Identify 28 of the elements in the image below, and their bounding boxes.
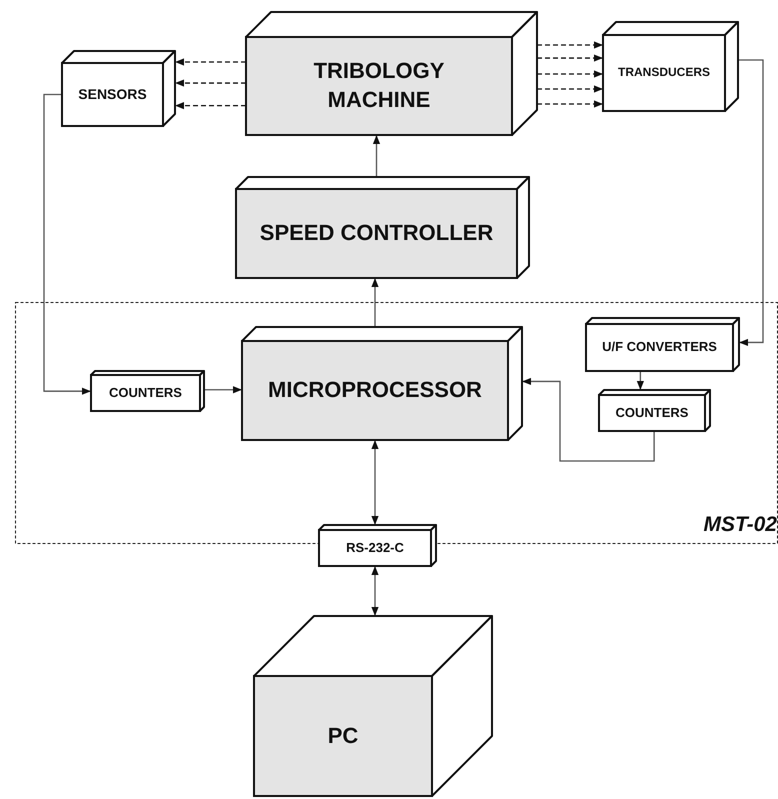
block-label: MICROPROCESSOR xyxy=(268,376,482,404)
dashed-arrow xyxy=(537,41,603,49)
arrow xyxy=(522,378,655,462)
arrow xyxy=(204,386,242,394)
arrow xyxy=(372,135,380,177)
block-label: SENSORS xyxy=(78,85,147,104)
block-label: TRIBOLOGY MACHINE xyxy=(312,57,446,114)
block-label: U/F CONVERTERS xyxy=(602,339,717,356)
arrow xyxy=(371,278,379,327)
dashed-arrow xyxy=(537,70,603,78)
dashed-arrow xyxy=(537,85,603,93)
block-label: SPEED CONTROLLER xyxy=(260,219,494,248)
arrow xyxy=(636,371,644,390)
block-label: COUNTERS xyxy=(616,404,688,422)
dashed-arrow xyxy=(537,54,603,62)
block-label: TRANSDUCERS xyxy=(618,65,710,81)
arrow xyxy=(43,94,91,395)
block-label: PC xyxy=(328,722,358,750)
arrow xyxy=(371,440,379,525)
arrow xyxy=(738,59,764,346)
dashed-arrow xyxy=(537,100,603,108)
block-label: RS-232-C xyxy=(346,540,404,556)
region-label: MST-02 xyxy=(703,513,777,537)
dashed-arrow xyxy=(175,58,246,66)
arrow xyxy=(371,566,379,616)
dashed-arrow xyxy=(175,102,246,110)
dashed-arrow xyxy=(175,79,246,87)
block-label: COUNTERS xyxy=(109,384,182,402)
